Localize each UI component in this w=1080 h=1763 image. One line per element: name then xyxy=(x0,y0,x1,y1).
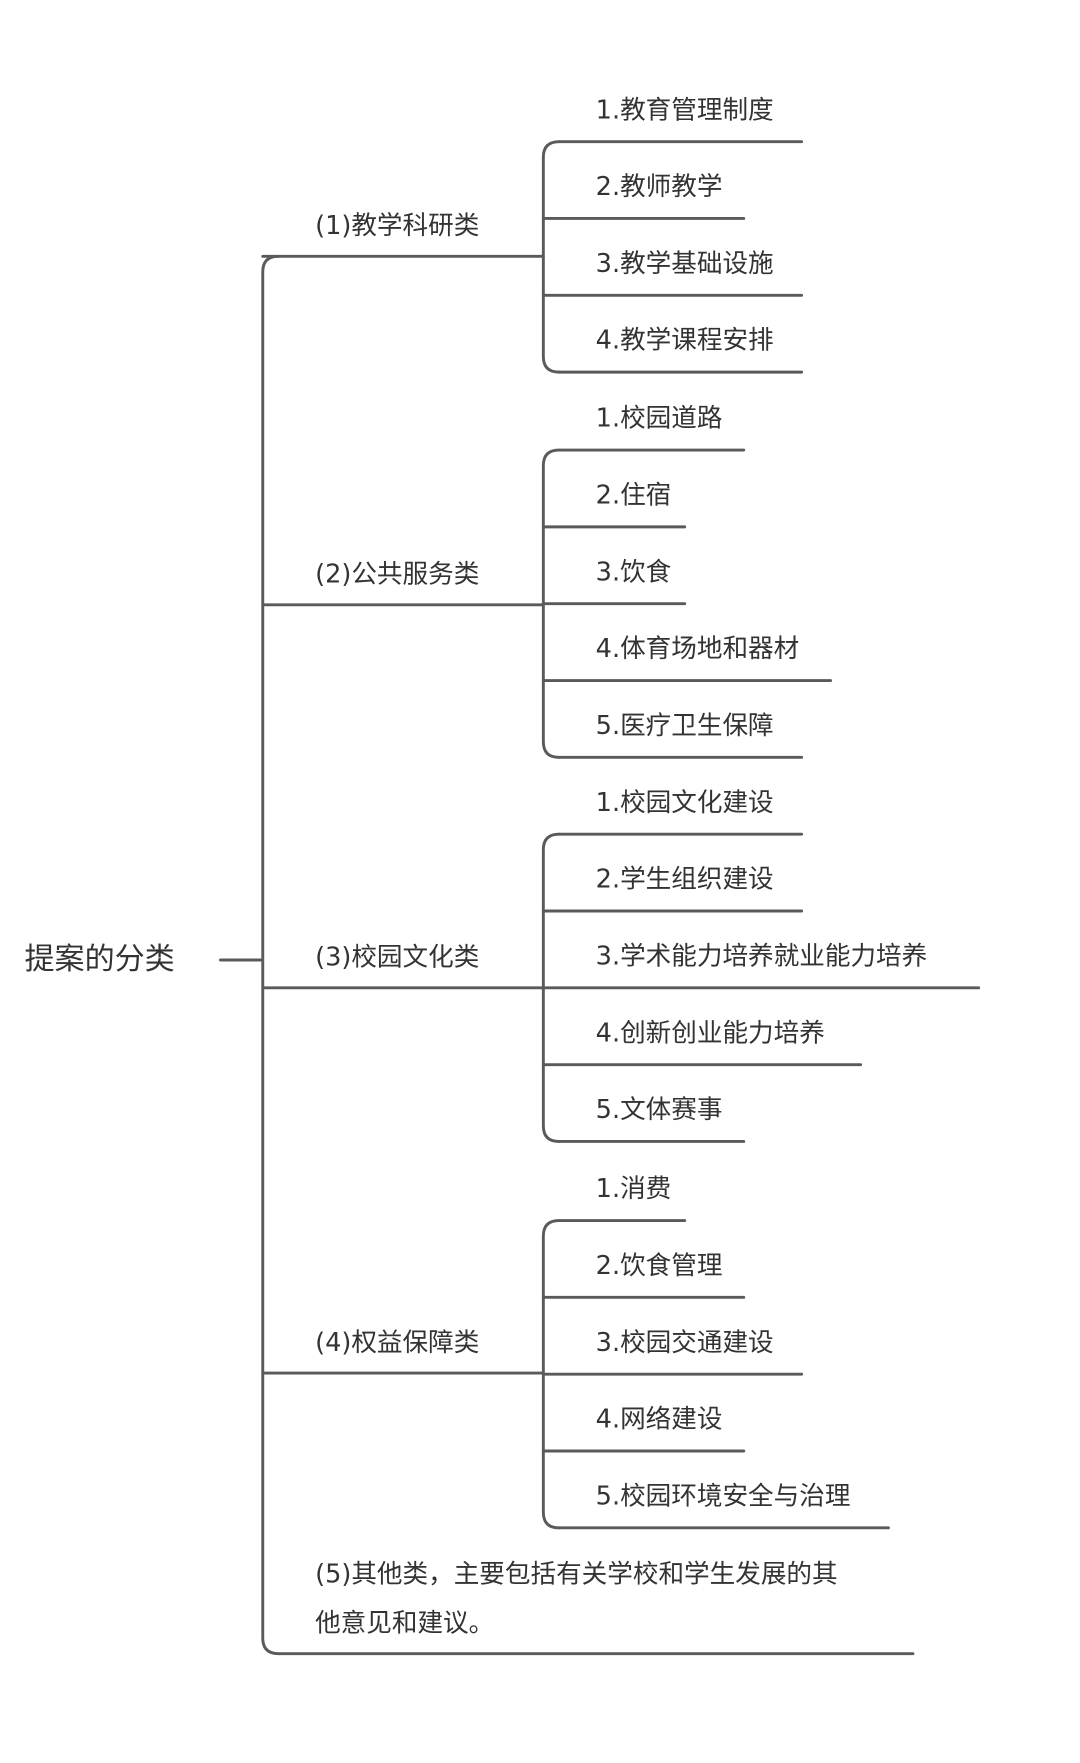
category-label-line: 他意见和建议。 xyxy=(315,1608,494,1638)
subitem-label: 5.校园环境安全与治理 xyxy=(596,1481,851,1511)
category-label-line: (5)其他类，主要包括有关学校和学生发展的其 xyxy=(315,1559,838,1589)
category-label: (1)教学科研类 xyxy=(315,211,479,241)
main-trunk-line xyxy=(261,254,280,1656)
subitem-label: 5.文体赛事 xyxy=(596,1095,723,1125)
subitem-label: 2.住宿 xyxy=(596,481,672,511)
subitem-label: 4.教学课程安排 xyxy=(596,326,774,356)
subitem-label: 3.学术能力培养就业能力培养 xyxy=(596,941,928,971)
category-label: (4)权益保障类 xyxy=(315,1328,479,1358)
category-label: (2)公共服务类 xyxy=(315,560,479,590)
subitem-bracket xyxy=(541,140,561,374)
subitem-label: 4.网络建设 xyxy=(596,1405,723,1435)
subitem-label: 2.学生组织建设 xyxy=(596,865,774,895)
subitem-label: 4.创新创业能力培养 xyxy=(596,1018,825,1048)
subitem-label: 5.医疗卫生保障 xyxy=(596,711,774,741)
root-node-label: 提案的分类 xyxy=(24,942,174,977)
subitem-label: 2.饮食管理 xyxy=(596,1251,723,1281)
subitem-label: 3.校园交通建设 xyxy=(596,1328,774,1358)
subitem-label: 1.校园道路 xyxy=(596,404,723,434)
subitem-label: 1.校园文化建设 xyxy=(596,788,774,818)
subitem-label: 1.消费 xyxy=(596,1174,672,1204)
subitem-label: 4.体育场地和器材 xyxy=(596,634,800,664)
subitem-label: 3.饮食 xyxy=(596,557,672,587)
subitem-label: 3.教学基础设施 xyxy=(596,249,774,279)
subitem-label: 2.教师教学 xyxy=(596,172,723,202)
subitem-label: 1.教育管理制度 xyxy=(596,95,774,125)
category-label: (3)校园文化类 xyxy=(315,943,479,973)
